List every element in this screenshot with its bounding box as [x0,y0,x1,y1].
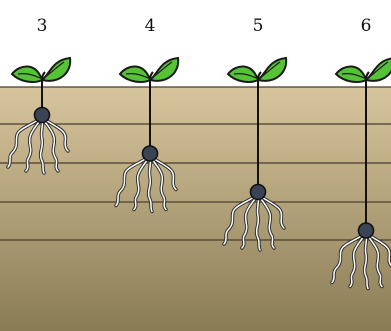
roots [6,115,70,175]
right-leaf-vein [259,61,281,79]
seedling: 6 [330,16,391,291]
root-fill [365,231,391,267]
stage-number-label: 4 [145,16,156,36]
seedling: 4 [114,16,180,214]
roots [330,230,391,291]
leaves [334,57,391,83]
root-fill [149,154,167,211]
root-fill [349,231,367,288]
root-fill [149,154,177,191]
root-fill [257,193,285,229]
roots [114,153,178,214]
root-fill [25,116,43,172]
seed [33,106,51,124]
right-leaf [255,56,288,82]
right-leaf [147,56,180,82]
left-leaf-vein [125,73,149,79]
seed [141,145,159,162]
seed [357,222,375,239]
stage-number-label: 3 [37,16,48,36]
seedling: 5 [222,16,288,252]
root-fill [133,154,151,211]
leaves [10,56,72,83]
root-fill [257,193,275,249]
leaves [118,56,180,83]
root-fill [241,193,259,249]
soil [0,87,391,331]
root-fill [41,116,69,152]
root-fill [331,231,367,284]
root-fill [147,154,153,213]
root-fill [7,116,43,168]
right-leaf-vein [43,61,65,79]
root-fill [255,193,261,251]
root-fill [223,193,259,245]
root-fill [115,154,151,207]
stage-number-label: 5 [253,16,264,36]
right-leaf [39,56,72,82]
left-leaf-vein [233,73,257,79]
left-leaf-vein [17,73,41,79]
root-fill [363,231,369,290]
seedling-group: 3 4 5 6 [6,16,391,291]
right-leaf-vein [151,61,173,79]
root-fill [39,116,45,174]
seed [249,183,267,201]
root-fill [365,231,383,288]
left-leaf-vein [341,73,365,79]
root-fill [41,116,59,172]
roots [222,192,286,252]
stage-number-label: 6 [361,16,372,36]
leaves [226,56,288,83]
right-leaf-vein [367,61,389,79]
seedling: 3 [6,16,72,175]
